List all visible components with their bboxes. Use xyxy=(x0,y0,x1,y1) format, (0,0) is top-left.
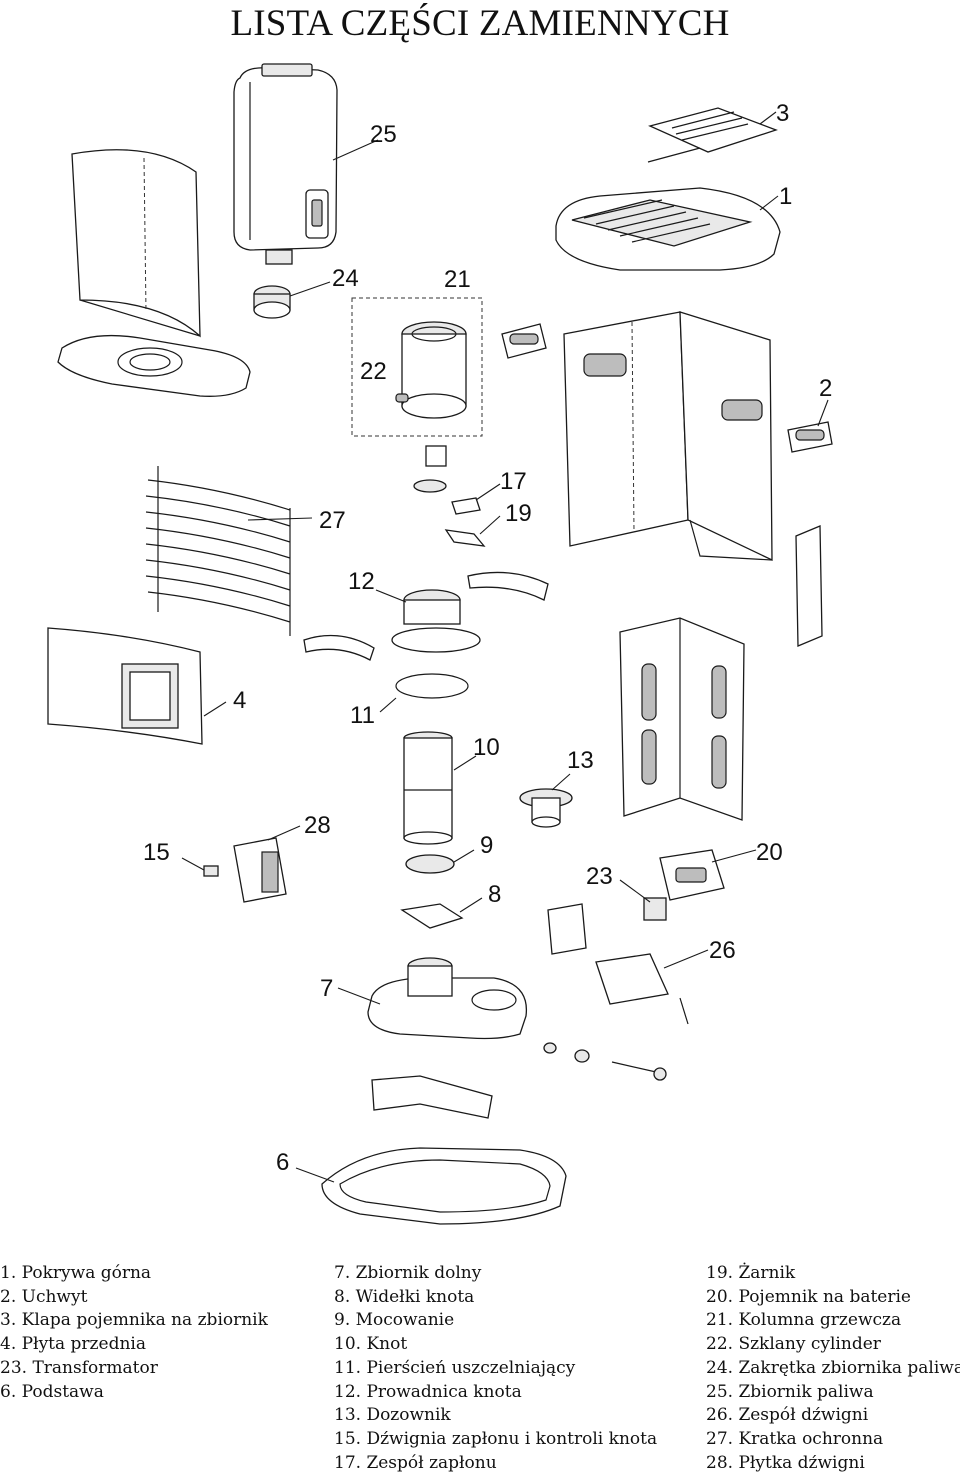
legend-item: 6. Podstawa xyxy=(0,1381,104,1402)
legend-item: 28. Płytka dźwigni xyxy=(706,1452,865,1473)
burner-cap-part xyxy=(413,445,447,493)
legend-item: 12. Prowadnica knota xyxy=(334,1381,522,1402)
tank-cap-part xyxy=(253,285,291,319)
heating-column-part xyxy=(395,321,467,419)
lower-housing-part xyxy=(619,617,745,821)
fuel-tank-part xyxy=(233,63,338,265)
callout-21: 21 xyxy=(444,266,471,293)
side-shield-part xyxy=(71,149,201,338)
legend-item: 2. Uchwyt xyxy=(0,1286,88,1307)
battery-box-part xyxy=(659,849,725,901)
legend-item: 23. Transformator xyxy=(0,1357,158,1378)
callout-9: 9 xyxy=(480,832,493,859)
legend-item: 1. Pokrywa górna xyxy=(0,1263,152,1283)
legend-item: 9. Mocowanie xyxy=(334,1310,455,1331)
callout-8: 8 xyxy=(488,881,501,908)
legend-item: 19. Żarnik xyxy=(706,1263,796,1283)
legend-column-1: 1. Pokrywa górna 2. Uchwyt 3. Klapa poje… xyxy=(0,1262,268,1404)
callout-25: 25 xyxy=(370,121,397,148)
exploded-parts-diagram: 1 2 3 4 6 7 8 9 10 11 12 13 15 17 19 20 … xyxy=(47,63,833,1225)
callout-20: 20 xyxy=(756,839,783,866)
dispenser-part xyxy=(519,788,573,828)
rear-housing-part xyxy=(563,311,773,562)
base-part xyxy=(321,1147,567,1225)
callout-3: 3 xyxy=(776,100,789,127)
callout-17: 17 xyxy=(500,468,527,495)
callout-19: 19 xyxy=(505,500,532,527)
callout-12: 12 xyxy=(348,568,375,595)
legend-item: 27. Kratka ochronna xyxy=(706,1428,884,1449)
legend-item: 3. Klapa pojemnika na zbiornik xyxy=(0,1310,268,1331)
transformer-part xyxy=(643,897,667,921)
tank-flap-part xyxy=(647,107,778,163)
callout-15: 15 xyxy=(143,839,170,866)
callout-27: 27 xyxy=(319,507,346,534)
wick-fork-part xyxy=(400,903,464,929)
legend-item: 20. Pojemnik na baterie xyxy=(706,1286,911,1307)
callout-10: 10 xyxy=(473,734,500,761)
wick-guide-part xyxy=(303,571,549,661)
legend-item: 21. Kolumna grzewcza xyxy=(706,1310,902,1331)
callout-24: 24 xyxy=(332,265,359,292)
legend-item: 15. Dźwignia zapłonu i kontroli knota xyxy=(334,1428,658,1449)
legend-item: 22. Szklany cylinder xyxy=(706,1334,881,1355)
tank-base-plate xyxy=(57,334,251,397)
wick-part xyxy=(403,731,453,845)
ignition-assembly-part xyxy=(444,497,486,547)
legend-item: 24. Zakrętka zbiornika paliwa xyxy=(706,1357,960,1378)
legend-item: 25. Zbiornik paliwa xyxy=(706,1381,874,1402)
legend-column-3: 19. Żarnik 20. Pojemnik na baterie 21. K… xyxy=(706,1262,960,1475)
callout-1: 1 xyxy=(779,183,792,210)
callout-2: 2 xyxy=(819,375,832,402)
callout-26: 26 xyxy=(709,937,736,964)
side-strip-part xyxy=(795,525,823,647)
legend-item: 26. Zespół dźwigni xyxy=(706,1405,869,1426)
lever-plate-part xyxy=(203,837,287,903)
callout-7: 7 xyxy=(320,975,333,1002)
legend-column-2: 7. Zbiornik dolny 8. Widełki knota 9. Mo… xyxy=(334,1262,657,1475)
front-plate-part xyxy=(47,627,203,745)
callout-6: 6 xyxy=(276,1149,289,1176)
lower-tank-part xyxy=(367,957,528,1040)
callout-28: 28 xyxy=(304,812,331,839)
legend-item: 10. Knot xyxy=(334,1334,408,1355)
legend-item: 4. Płyta przednia xyxy=(0,1334,146,1355)
legend-item: 17. Zespół zapłonu xyxy=(334,1452,497,1473)
page-title: LISTA CZĘŚCI ZAMIENNYCH xyxy=(230,3,730,44)
legend-item: 7. Zbiornik dolny xyxy=(334,1263,482,1283)
lever-assembly-part xyxy=(547,903,689,1025)
callout-11: 11 xyxy=(350,702,375,729)
handle-part xyxy=(501,323,833,453)
seal-ring-part xyxy=(395,673,469,699)
mount-part xyxy=(405,854,455,874)
base-bracket-part xyxy=(371,1075,493,1119)
legend-item: 11. Pierścień uszczelniający xyxy=(334,1357,576,1378)
legend-item: 8. Widełki knota xyxy=(334,1286,475,1307)
guard-grille-part xyxy=(145,466,291,636)
callout-13: 13 xyxy=(567,747,594,774)
callout-4: 4 xyxy=(233,687,246,714)
callout-23: 23 xyxy=(586,863,613,890)
top-cover-part xyxy=(555,187,781,271)
callout-22: 22 xyxy=(360,358,387,385)
legend-item: 13. Dozownik xyxy=(334,1405,451,1426)
screws-part xyxy=(543,1042,667,1081)
